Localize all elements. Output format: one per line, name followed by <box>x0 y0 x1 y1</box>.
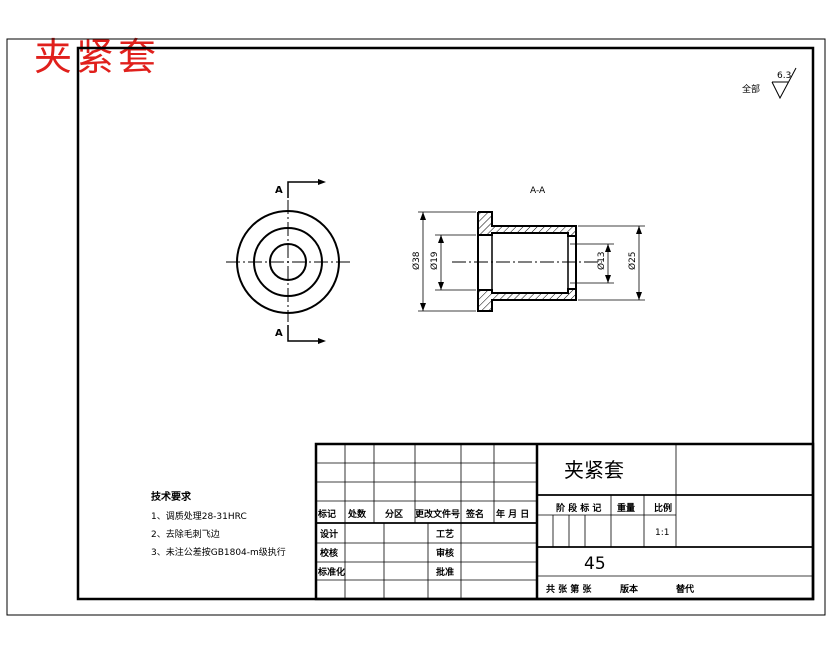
bore-circle <box>269 243 307 281</box>
tech-req-heading: 技术要求 <box>151 490 192 503</box>
title-block-material: 45 <box>584 554 606 574</box>
title-block-replace: 替代 <box>676 583 694 595</box>
tech-req-item-3: 3、未注公差按GB1804-m级执行 <box>151 546 286 558</box>
title-block-standard: 标准化 <box>317 566 345 578</box>
section-arrow-bottom <box>287 325 318 342</box>
title-block-process: 工艺 <box>436 528 454 540</box>
surface-finish-label: 全部 <box>742 83 760 95</box>
dim-flange-bore: Ø19 <box>429 251 440 270</box>
title-block-version: 版本 <box>619 583 639 595</box>
section-arrow-top <box>287 181 318 198</box>
section-view <box>418 211 645 312</box>
title-block-sign: 签名 <box>465 508 484 520</box>
title-block-check: 校核 <box>320 547 338 559</box>
sleeve-outer-circle <box>253 227 323 297</box>
title-block-stage-labels: 阶 段 标 记 <box>556 502 601 514</box>
section-mark-bottom: A <box>275 328 283 339</box>
title-block-review: 审核 <box>436 547 454 559</box>
title-block-date: 年 月 日 <box>496 508 529 520</box>
title-block-zone: 分区 <box>385 508 403 520</box>
surface-finish-icon <box>771 67 797 100</box>
dim-sleeve-outer: Ø25 <box>627 251 638 270</box>
title-block-scale-value: 1:1 <box>655 528 669 538</box>
title-block-scale-label: 比例 <box>654 502 672 514</box>
title-block-design: 设计 <box>320 528 338 540</box>
title-block-count: 处数 <box>347 508 367 520</box>
sheet-outer-border <box>6 38 826 616</box>
title-block-weight: 重量 <box>617 502 635 514</box>
title-block <box>314 442 815 601</box>
surface-finish-value: 6.3 <box>777 71 791 81</box>
tech-req-item-1: 1、调质处理28-31HRC <box>151 510 247 522</box>
title-block-part-name: 夹紧套 <box>564 458 624 482</box>
dim-inner-bore: Ø13 <box>596 251 607 270</box>
tech-req-item-2: 2、去除毛刺飞边 <box>151 528 220 540</box>
title-block-approve: 批准 <box>436 566 454 578</box>
title-block-sheets: 共 张 第 张 <box>546 583 592 595</box>
title-block-mark: 标记 <box>317 508 336 520</box>
dim-outer-flange: Ø38 <box>411 251 422 270</box>
drawing-title: 夹紧套 <box>34 35 161 79</box>
outer-flange-circle <box>236 210 340 314</box>
front-view <box>226 179 350 344</box>
title-block-change-doc: 更改文件号 <box>415 508 460 520</box>
section-label: A-A <box>530 186 546 196</box>
section-mark-top: A <box>275 185 283 196</box>
